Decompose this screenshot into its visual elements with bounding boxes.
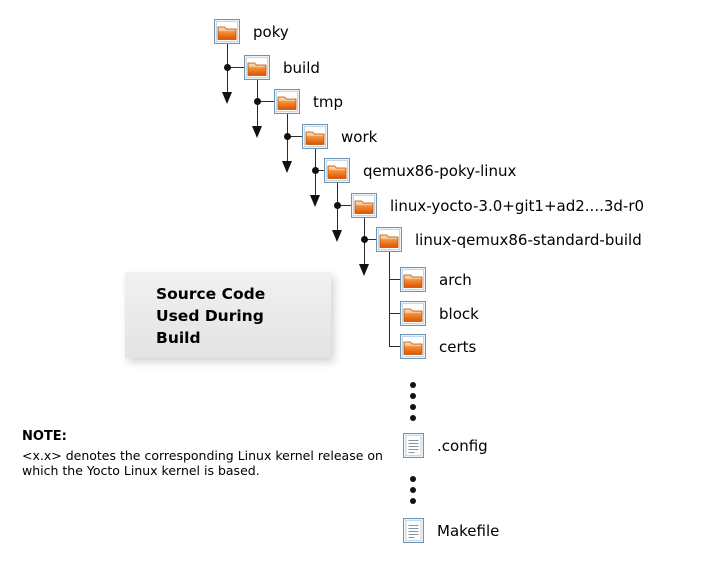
node-linux-yocto: linux-yocto-3.0+git1+ad2....3d-r0 <box>351 193 644 218</box>
connector-line <box>364 239 376 240</box>
arrow-down-icon <box>358 264 369 276</box>
arrow-down-icon <box>251 126 262 138</box>
connector-dot <box>333 202 341 209</box>
callout-line: Used During <box>156 307 264 325</box>
node-label: Makefile <box>437 521 500 540</box>
callout-line: Build <box>156 329 201 347</box>
node-label: build <box>283 58 320 77</box>
node-work: work <box>302 124 377 149</box>
note-body-line: which the Yocto Linux kernel is based. <box>22 463 260 478</box>
node-label: qemux86-poky-linux <box>363 161 517 180</box>
node-label: linux-qemux86-standard-build <box>415 230 642 249</box>
connector-dot <box>360 236 368 243</box>
arrow-down-icon <box>281 161 292 173</box>
folder-icon <box>302 124 328 149</box>
note-body-line: <x.x> denotes the corresponding Linux ke… <box>22 448 383 463</box>
connector-line <box>389 346 400 347</box>
connector-dot <box>283 133 291 140</box>
arrow-down-icon <box>309 195 320 207</box>
kernel-note: NOTE: <x.x> denotes the corresponding Li… <box>22 429 394 478</box>
node-label: arch <box>439 270 472 289</box>
node-qemux86-poky-linux: qemux86-poky-linux <box>324 158 516 183</box>
note-title: NOTE: <box>22 429 67 444</box>
node-dot-config: .config <box>403 433 488 458</box>
callout-source-code: Source Code Used During Build <box>125 272 331 358</box>
connector-line <box>227 67 244 68</box>
ellipsis-dot <box>410 476 416 482</box>
arrow-down-icon <box>221 92 232 104</box>
folder-icon <box>400 267 426 292</box>
arrow-down-icon <box>331 230 342 242</box>
node-label: work <box>341 127 378 146</box>
node-label: .config <box>437 436 488 455</box>
ellipsis-dot <box>410 404 416 410</box>
connector-line <box>389 313 400 314</box>
node-linux-qemux86-standard-build: linux-qemux86-standard-build <box>376 227 642 252</box>
node-label: block <box>439 304 479 323</box>
node-label: poky <box>253 22 289 41</box>
node-label: certs <box>439 337 477 356</box>
connector-line <box>257 101 274 102</box>
folder-icon <box>351 193 377 218</box>
connector-dot <box>311 167 319 174</box>
ellipsis-dot <box>410 393 416 399</box>
ellipsis-dot <box>410 487 416 493</box>
node-poky: poky <box>214 19 289 44</box>
ellipsis-dot <box>410 415 416 421</box>
folder-icon <box>274 89 300 114</box>
connector-line <box>389 252 390 347</box>
node-label: tmp <box>313 92 344 111</box>
file-icon <box>403 518 424 543</box>
folder-icon <box>400 334 426 359</box>
ellipsis-dot <box>410 498 416 504</box>
connector-line <box>337 205 351 206</box>
node-certs: certs <box>400 334 476 359</box>
folder-icon <box>400 301 426 326</box>
callout-line: Source Code <box>156 285 266 303</box>
node-block: block <box>400 301 479 326</box>
node-tmp: tmp <box>274 89 343 114</box>
connector-line <box>389 279 400 280</box>
connector-line <box>287 136 302 137</box>
node-makefile: Makefile <box>403 518 499 543</box>
folder-icon <box>214 19 240 44</box>
node-build: build <box>244 55 320 80</box>
ellipsis-dot <box>410 382 416 388</box>
connector-dot <box>223 64 231 71</box>
node-arch: arch <box>400 267 472 292</box>
folder-icon <box>324 158 350 183</box>
folder-icon <box>244 55 270 80</box>
node-label: linux-yocto-3.0+git1+ad2....3d-r0 <box>390 196 645 215</box>
connector-line <box>315 170 324 171</box>
folder-icon <box>376 227 402 252</box>
file-icon <box>403 433 424 458</box>
connector-dot <box>253 98 261 105</box>
